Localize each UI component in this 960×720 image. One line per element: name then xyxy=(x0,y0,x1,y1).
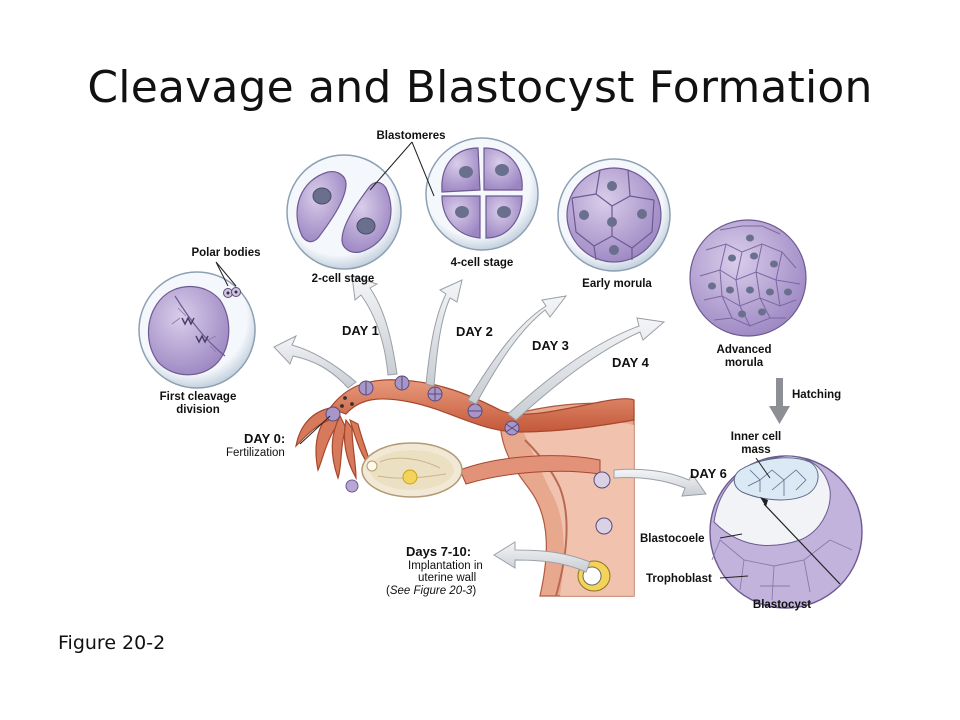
early-morula xyxy=(557,158,671,272)
label-first-cleavage-2: division xyxy=(176,404,219,416)
label-polar-bodies: Polar bodies xyxy=(191,247,260,259)
label-trophoblast: Trophoblast xyxy=(646,573,712,585)
label-inner-cell-mass-1: Inner cell xyxy=(731,431,782,443)
first-cleavage-cell xyxy=(138,271,256,389)
blastocyst xyxy=(709,455,863,609)
label-day6: DAY 6 xyxy=(690,466,727,481)
label-day1: DAY 1 xyxy=(342,323,379,338)
reproductive-tract xyxy=(295,375,635,597)
fimbriae xyxy=(295,407,373,481)
two-cell-stage xyxy=(286,154,402,270)
label-see-figure: (See Figure 20-3) xyxy=(386,585,476,597)
label-day0: DAY 0: xyxy=(244,431,285,446)
arrow-day6 xyxy=(613,468,707,497)
labels: Blastomeres Polar bodies 2-cell stage 4-… xyxy=(160,130,842,611)
arrow-day1 xyxy=(351,275,398,376)
label-fertilization: Fertilization xyxy=(226,447,285,459)
ovary xyxy=(361,442,601,498)
figure-caption: Figure 20-2 xyxy=(58,632,166,654)
released-oocyte xyxy=(345,479,359,493)
four-cell-stage xyxy=(425,137,539,251)
arrow-implantation xyxy=(493,541,591,573)
label-day4: DAY 4 xyxy=(612,355,650,370)
label-first-cleavage-1: First cleavage xyxy=(160,391,237,403)
label-day2: DAY 2 xyxy=(456,324,493,339)
label-blastomeres: Blastomeres xyxy=(376,130,445,142)
arrow-day4 xyxy=(507,317,666,421)
label-days-7-10: Days 7-10: xyxy=(406,544,471,559)
label-4-cell-stage: 4-cell stage xyxy=(451,257,514,269)
label-inner-cell-mass-2: mass xyxy=(741,444,770,456)
label-2-cell-stage: 2-cell stage xyxy=(312,273,375,285)
pointer-lines xyxy=(215,141,771,579)
fallopian-tube xyxy=(329,379,635,433)
label-early-morula: Early morula xyxy=(582,278,652,290)
label-blastocoele: Blastocoele xyxy=(640,533,705,545)
stage-arrows xyxy=(273,275,707,573)
label-blastocyst: Blastocyst xyxy=(753,599,811,611)
hatching-arrow xyxy=(769,378,790,424)
inner-cell-mass xyxy=(733,457,819,501)
label-implantation-2: uterine wall xyxy=(418,572,476,584)
label-advanced-morula-1: Advanced xyxy=(717,344,772,356)
tube-embryos xyxy=(325,375,613,535)
label-advanced-morula-2: morula xyxy=(725,357,764,369)
label-hatching: Hatching xyxy=(792,389,841,401)
advanced-morula xyxy=(689,219,807,337)
arrow-day0 xyxy=(273,334,357,389)
label-day3: DAY 3 xyxy=(532,338,569,353)
label-implantation-1: Implantation in xyxy=(408,560,483,572)
arrow-day2 xyxy=(425,279,463,387)
slide-title: Cleavage and Blastocyst Formation xyxy=(87,62,873,113)
arrow-day3 xyxy=(467,295,568,405)
